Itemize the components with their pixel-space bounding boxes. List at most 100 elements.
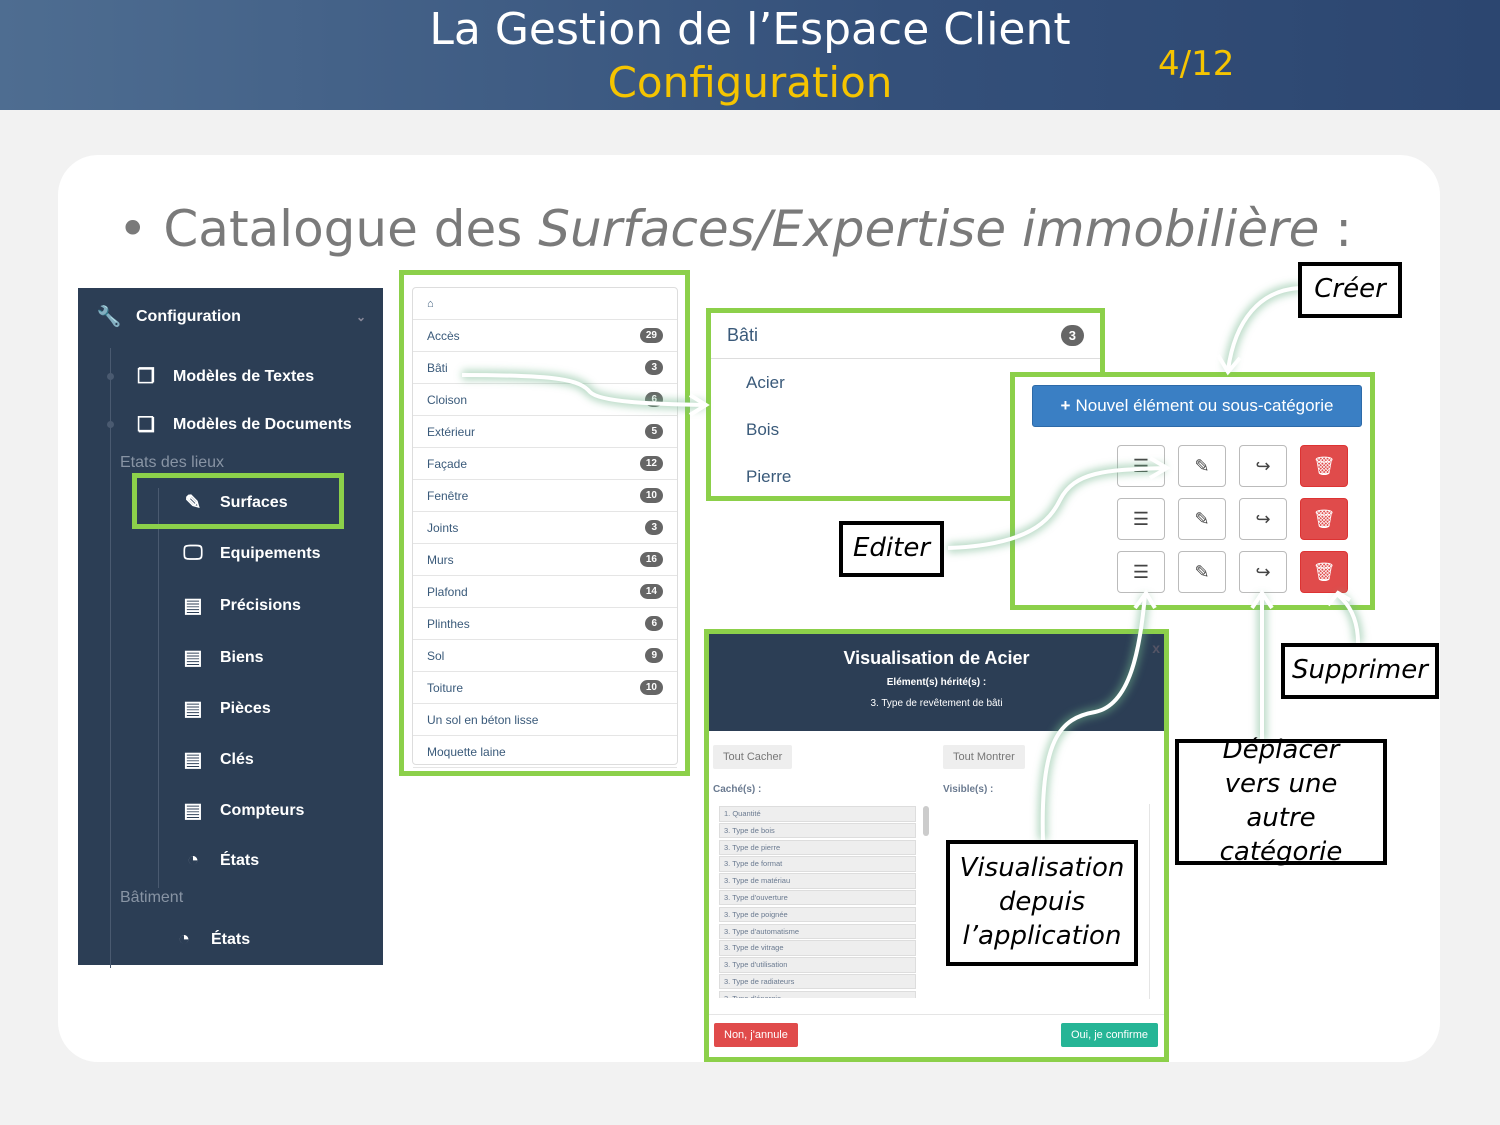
hidden-item[interactable]: 3. Type de poignée	[719, 906, 916, 923]
catalog-label: Plafond	[427, 584, 468, 599]
callout-delete: Supprimer	[1281, 643, 1439, 699]
sidebar-item-cles[interactable]: ▤Clés	[180, 747, 254, 772]
sidebar-item-modeles-textes[interactable]: ❐Modèles de Textes	[133, 364, 314, 389]
count-badge: 10	[639, 488, 663, 503]
settings-button[interactable]: ☰	[1117, 445, 1165, 487]
share-icon: ↪	[1255, 455, 1271, 476]
count-badge: 9	[645, 648, 663, 663]
delete-button[interactable]: 🗑	[1300, 551, 1348, 593]
sidebar-item-compteurs[interactable]: ▤Compteurs	[180, 798, 305, 823]
hidden-item[interactable]: 1. Quantité	[719, 806, 916, 822]
sidebar-item-equipements[interactable]: 🖵Equipements	[180, 542, 320, 565]
visible-list[interactable]	[1149, 804, 1150, 999]
trash-icon: 🗑	[1312, 508, 1336, 529]
slide-subtitle: Configuration	[607, 58, 893, 107]
bati-item[interactable]: Pierre	[746, 466, 792, 486]
modal-header: Visualisation de Acier Elément(s) hérité…	[709, 634, 1164, 731]
tree-dot	[107, 421, 114, 428]
callout-create: Créer	[1298, 262, 1402, 318]
pencil-icon: ✎	[184, 492, 202, 514]
book-icon: ▤	[183, 595, 203, 617]
sidebar-item-label: Biens	[220, 648, 264, 666]
move-button[interactable]: ↪	[1239, 498, 1287, 540]
hidden-item[interactable]: 3. Type d'utilisation	[719, 957, 916, 973]
hidden-item[interactable]: 3. Type de format	[719, 856, 916, 872]
sidebar-item-batiment-etats[interactable]: ◔États	[171, 928, 250, 951]
cancel-button[interactable]: Non, j'annule	[714, 1023, 798, 1047]
hidden-item[interactable]: 3. Type de vitrage	[719, 940, 916, 956]
sliders-icon: ☰	[1132, 455, 1150, 476]
page-number: 4/12	[1158, 44, 1235, 84]
confirm-button[interactable]: Oui, je confirme	[1060, 1023, 1158, 1047]
sidebar-item-biens[interactable]: ▤ Biens	[180, 645, 264, 670]
edit-button[interactable]: ✎	[1178, 498, 1226, 540]
sidebar-item-label: Compteurs	[220, 801, 305, 819]
tree-dot	[107, 373, 114, 380]
sidebar-item-etats[interactable]: ◔États	[180, 849, 259, 872]
catalog-row[interactable]: Un sol en béton lisse	[413, 704, 677, 736]
delete-button[interactable]: 🗑	[1300, 498, 1348, 540]
bati-item[interactable]: Bois	[746, 419, 780, 439]
sidebar-config[interactable]: 🔧Configuration⌄	[96, 304, 366, 329]
hidden-item[interactable]: 3. Type de pierre	[719, 839, 916, 856]
sliders-icon: ☰	[1132, 561, 1150, 582]
book-icon: ▤	[183, 647, 203, 669]
home-row[interactable]: ⌂	[413, 288, 677, 320]
sidebar-item-precisions[interactable]: ▤ Précisions	[180, 593, 301, 618]
scrollbar[interactable]	[923, 806, 929, 836]
show-all-button[interactable]: Tout Montrer	[943, 745, 1025, 769]
hidden-item[interactable]: 3. Type d'automatisme	[719, 923, 916, 940]
catalog-label: Joints	[427, 520, 459, 535]
section-etats-des-lieux: Etats des lieux	[120, 454, 225, 471]
sidebar-item-surfaces[interactable]: ✎Surfaces	[180, 490, 288, 515]
hidden-item[interactable]: 3. Type de matériau	[719, 873, 916, 889]
close-icon[interactable]: x	[1152, 640, 1160, 656]
visible-label: Visible(s) :	[943, 784, 994, 795]
hidden-item[interactable]: 3. Type d'énergie	[719, 990, 916, 998]
hidden-item[interactable]: 3. Type d'ouverture	[719, 889, 916, 906]
trash-icon: 🗑	[1312, 455, 1336, 476]
settings-button[interactable]: ☰	[1117, 551, 1165, 593]
delete-button[interactable]: 🗑	[1300, 445, 1348, 487]
settings-button[interactable]: ☰	[1117, 498, 1165, 540]
edit-button[interactable]: ✎	[1178, 551, 1226, 593]
dashboard-icon: ◔	[177, 928, 191, 950]
catalog-row[interactable]: Moquette laine	[413, 736, 677, 768]
catalog-label: Un sol en béton lisse	[427, 712, 539, 727]
sidebar-item-modeles-documents[interactable]: ❏Modèles de Documents	[133, 412, 352, 437]
share-icon: ↪	[1255, 561, 1271, 582]
sidebar-item-pieces[interactable]: ▤Pièces	[180, 696, 271, 721]
move-button[interactable]: ↪	[1239, 445, 1287, 487]
callout-move: Déplacer vers une autre catégorie	[1175, 735, 1387, 867]
actions-panel: +Nouvel élément ou sous-catégorie ☰ ✎ ↪ 🗑 ☰ ✎…	[1015, 377, 1370, 605]
edit-button[interactable]: ✎	[1178, 445, 1226, 487]
hide-all-button[interactable]: Tout Cacher	[713, 745, 793, 769]
monitor-icon: 🖵	[183, 542, 203, 564]
sidebar-item-label: États	[220, 851, 260, 869]
hidden-item[interactable]: 3. Type de radiateurs	[719, 973, 916, 990]
new-element-button[interactable]: +Nouvel élément ou sous-catégorie	[1032, 385, 1362, 427]
hidden-item[interactable]: 3. Type de bois	[719, 822, 916, 839]
catalog-label: Moquette laine	[427, 744, 506, 759]
slide-title: La Gestion de l’Espace Client	[429, 4, 1071, 55]
sidebar-item-label: Précisions	[220, 596, 301, 614]
catalog-label: Extérieur	[427, 424, 476, 439]
tree-line	[158, 488, 159, 888]
bati-item[interactable]: Acier	[746, 372, 785, 392]
move-button[interactable]: ↪	[1239, 551, 1287, 593]
hidden-label: Caché(s) :	[713, 784, 762, 795]
